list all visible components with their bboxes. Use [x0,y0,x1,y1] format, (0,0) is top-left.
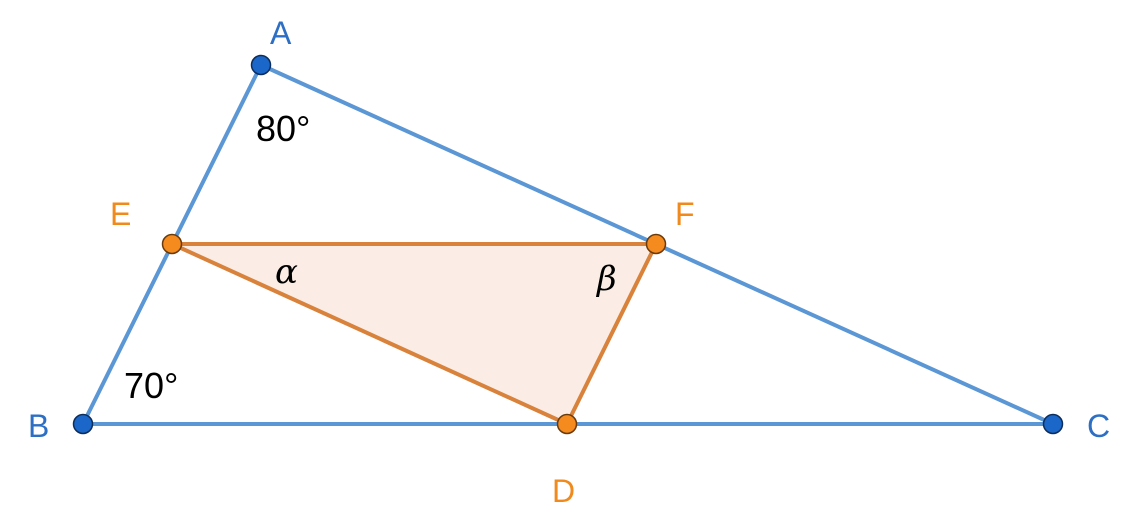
angle-b-label: 70° [124,365,178,406]
point-c[interactable] [1042,413,1064,435]
label-e: E [110,196,131,232]
segment-fd [565,242,658,426]
point-e[interactable] [161,233,183,255]
triangle-efd-fill [172,244,656,424]
angle-alpha-label: α [275,252,298,292]
label-f: F [675,196,695,232]
angle-beta-label: β [595,259,617,299]
point-a[interactable] [250,54,272,76]
point-f[interactable] [645,233,667,255]
segment-ed [170,242,569,426]
label-a: A [270,15,292,51]
label-d: D [552,473,575,509]
label-b: B [28,408,49,444]
label-c: C [1087,408,1110,444]
point-b[interactable] [72,413,94,435]
point-d[interactable] [556,413,578,435]
angle-a-label: 80° [256,108,310,149]
